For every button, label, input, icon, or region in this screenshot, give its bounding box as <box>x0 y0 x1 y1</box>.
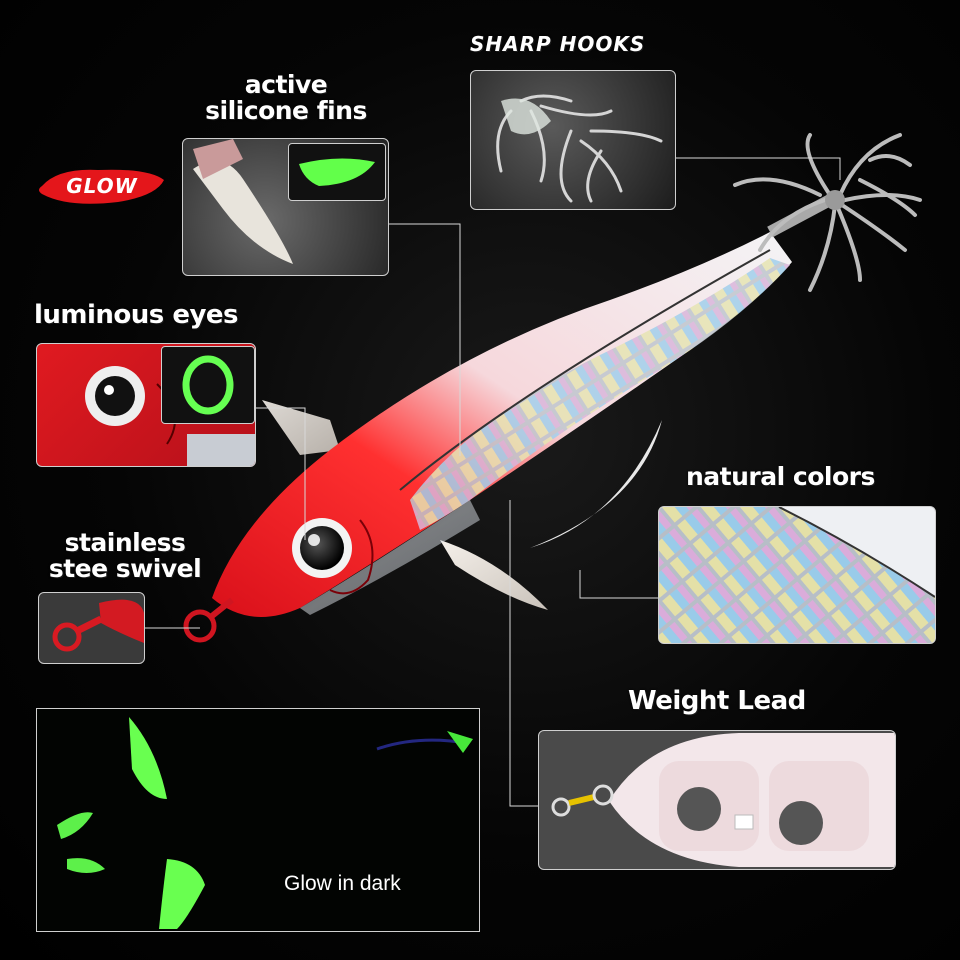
natural-colors-label: natural colors <box>686 462 875 491</box>
swivel-label-line1: stainless <box>64 528 186 557</box>
luminous-eyes-label: luminous eyes <box>34 300 239 330</box>
natural-colors-closeup <box>658 506 936 644</box>
silicone-fins-label: active silicone fins <box>186 70 386 126</box>
silicone-fins-label-line2: silicone fins <box>205 96 367 126</box>
silicone-fins-label-line1: active <box>244 70 328 99</box>
sharp-hooks-closeup <box>470 70 676 210</box>
glow-in-dark-panel <box>36 708 480 932</box>
swivel-closeup <box>38 592 145 664</box>
eye-glow-inset <box>161 346 255 424</box>
glow-badge-text: GLOW <box>66 174 138 198</box>
weight-lead-label: Weight Lead <box>628 686 806 716</box>
weight-lead-closeup <box>538 730 896 870</box>
sharp-hooks-label: SHARP HOOKS <box>470 32 646 56</box>
glow-badge: GLOW <box>38 160 166 212</box>
luminous-eyes-closeup <box>36 343 256 467</box>
fin-glow-inset <box>288 143 386 201</box>
glow-in-dark-caption: Glow in dark <box>284 872 401 895</box>
swivel-label: stainless stee swivel <box>30 528 220 584</box>
silicone-fins-closeup <box>182 138 389 276</box>
swivel-label-line2: stee swivel <box>48 554 202 584</box>
